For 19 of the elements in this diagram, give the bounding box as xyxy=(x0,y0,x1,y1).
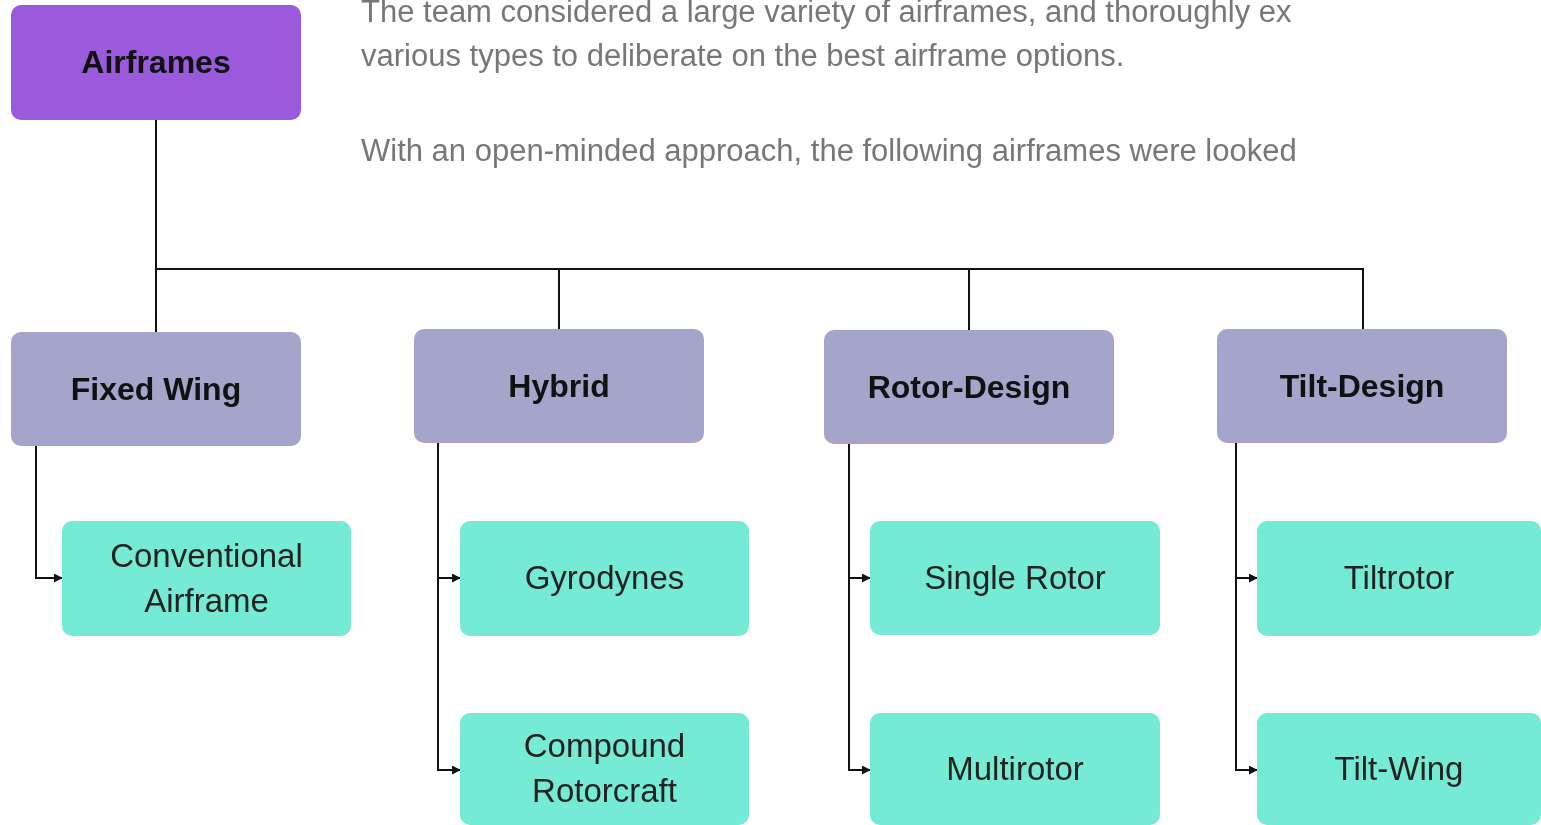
type-box: Tiltrotor xyxy=(1257,521,1541,636)
type-box: Conventional Airframe xyxy=(62,521,351,636)
category-box: Rotor-Design xyxy=(824,330,1114,444)
description-text: various types to deliberate on the best airframe options. xyxy=(361,38,1125,74)
description-text: With an open-minded approach, the following airframes were looked xyxy=(361,133,1297,169)
type-box: Single Rotor xyxy=(870,521,1160,635)
type-box: Tilt-Wing xyxy=(1257,713,1541,825)
category-box: Hybrid xyxy=(414,329,704,443)
arrow xyxy=(35,445,63,583)
description-text: The team considered a large variety of airframes, and thoroughly ex xyxy=(361,0,1292,30)
root-box: Airframes xyxy=(11,5,301,120)
type-box: Gyrodynes xyxy=(460,521,749,636)
arrow xyxy=(1235,442,1258,775)
arrow xyxy=(848,443,871,775)
arrow xyxy=(437,442,461,775)
type-box: Multirotor xyxy=(870,713,1160,825)
type-box: Compound Rotorcraft xyxy=(460,713,749,825)
category-box: Tilt-Design xyxy=(1217,329,1507,443)
category-box: Fixed Wing xyxy=(11,332,301,446)
